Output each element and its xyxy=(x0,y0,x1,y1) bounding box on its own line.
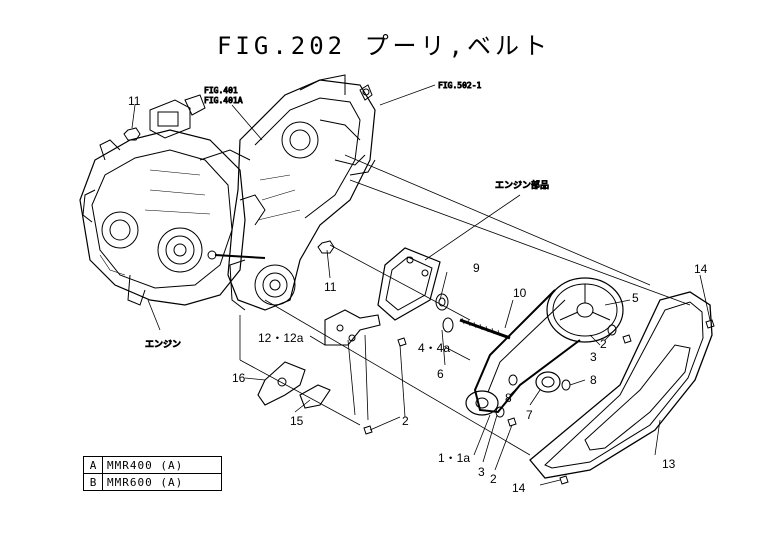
part-2-bolt-a xyxy=(397,337,407,347)
table-row: B MMR600 (A) xyxy=(83,473,222,491)
model-name: MMR400 (A) xyxy=(102,456,222,474)
callout-2-bracket: 2 xyxy=(402,414,409,428)
ref-fig-401a: FIG.401A xyxy=(204,96,243,105)
callout-11-lower: 11 xyxy=(324,280,337,294)
part-1-drive-pulley xyxy=(465,390,499,416)
model-applicability-table: A MMR400 (A) B MMR600 (A) xyxy=(83,456,222,491)
ref-fig-401: FIG.401 xyxy=(204,86,238,95)
callout-3-lower: 3 xyxy=(478,465,485,479)
callout-3-upper: 3 xyxy=(590,350,597,364)
figure-title: FIG.202 プーリ,ベルト xyxy=(216,32,552,60)
part-5-driven-pulley xyxy=(546,277,624,343)
callout-14-top: 14 xyxy=(694,262,708,276)
callout-10: 10 xyxy=(513,286,527,300)
engine-assembly xyxy=(79,94,266,306)
part-11-nut-upper xyxy=(123,127,141,141)
callout-2-upper: 2 xyxy=(600,337,607,351)
part-14-screw-bottom xyxy=(559,475,569,485)
part-8-washers xyxy=(508,374,571,391)
model-code: A xyxy=(83,456,103,474)
model-name: MMR600 (A) xyxy=(102,473,222,491)
callout-13: 13 xyxy=(662,457,676,471)
part-3-washers xyxy=(495,324,617,418)
part-6-spacer xyxy=(442,317,454,333)
ref-fig-502: FIG.502-1 xyxy=(438,81,482,90)
part-7-tensioner xyxy=(535,371,561,393)
part-12-bracket xyxy=(324,309,381,346)
table-row: A MMR400 (A) xyxy=(83,456,222,474)
callout-5: 5 xyxy=(632,291,639,305)
callout-2-lower: 2 xyxy=(490,472,497,486)
ref-engine: エンジン xyxy=(145,340,181,350)
callout-8-left: 8 xyxy=(505,391,512,405)
leader-lines xyxy=(131,84,711,486)
engine-part-cover xyxy=(377,247,441,321)
callout-4-4a: 4・4a xyxy=(418,341,450,355)
callout-8-right: 8 xyxy=(590,373,597,387)
part-11-nut-lower xyxy=(317,240,335,254)
model-code: B xyxy=(83,473,103,491)
transmission-housing xyxy=(227,74,376,311)
callout-9: 9 xyxy=(473,261,480,275)
part-10-bolt xyxy=(459,317,511,340)
callout-6: 6 xyxy=(437,367,444,381)
part-13-belt-cover xyxy=(529,291,713,479)
part-16-bracket xyxy=(257,361,306,406)
callout-11-upper: 11 xyxy=(128,94,141,108)
part-14-screw-top xyxy=(705,319,715,329)
part-9-washer xyxy=(435,293,449,311)
part-2-bolt-b xyxy=(363,425,373,435)
callout-14-bottom: 14 xyxy=(512,481,526,495)
callout-1-1a: 1・1a xyxy=(438,451,470,465)
callout-12-12a: 12・12a xyxy=(258,331,304,345)
callout-7: 7 xyxy=(526,408,533,422)
callout-16: 16 xyxy=(232,371,246,385)
part-15-bracket xyxy=(299,384,331,409)
ref-engine-parts: エンジン部品 xyxy=(495,179,549,191)
part-2-bolts-belt xyxy=(507,334,632,427)
callout-15: 15 xyxy=(290,414,304,428)
part-4-drive-belt xyxy=(473,289,581,414)
